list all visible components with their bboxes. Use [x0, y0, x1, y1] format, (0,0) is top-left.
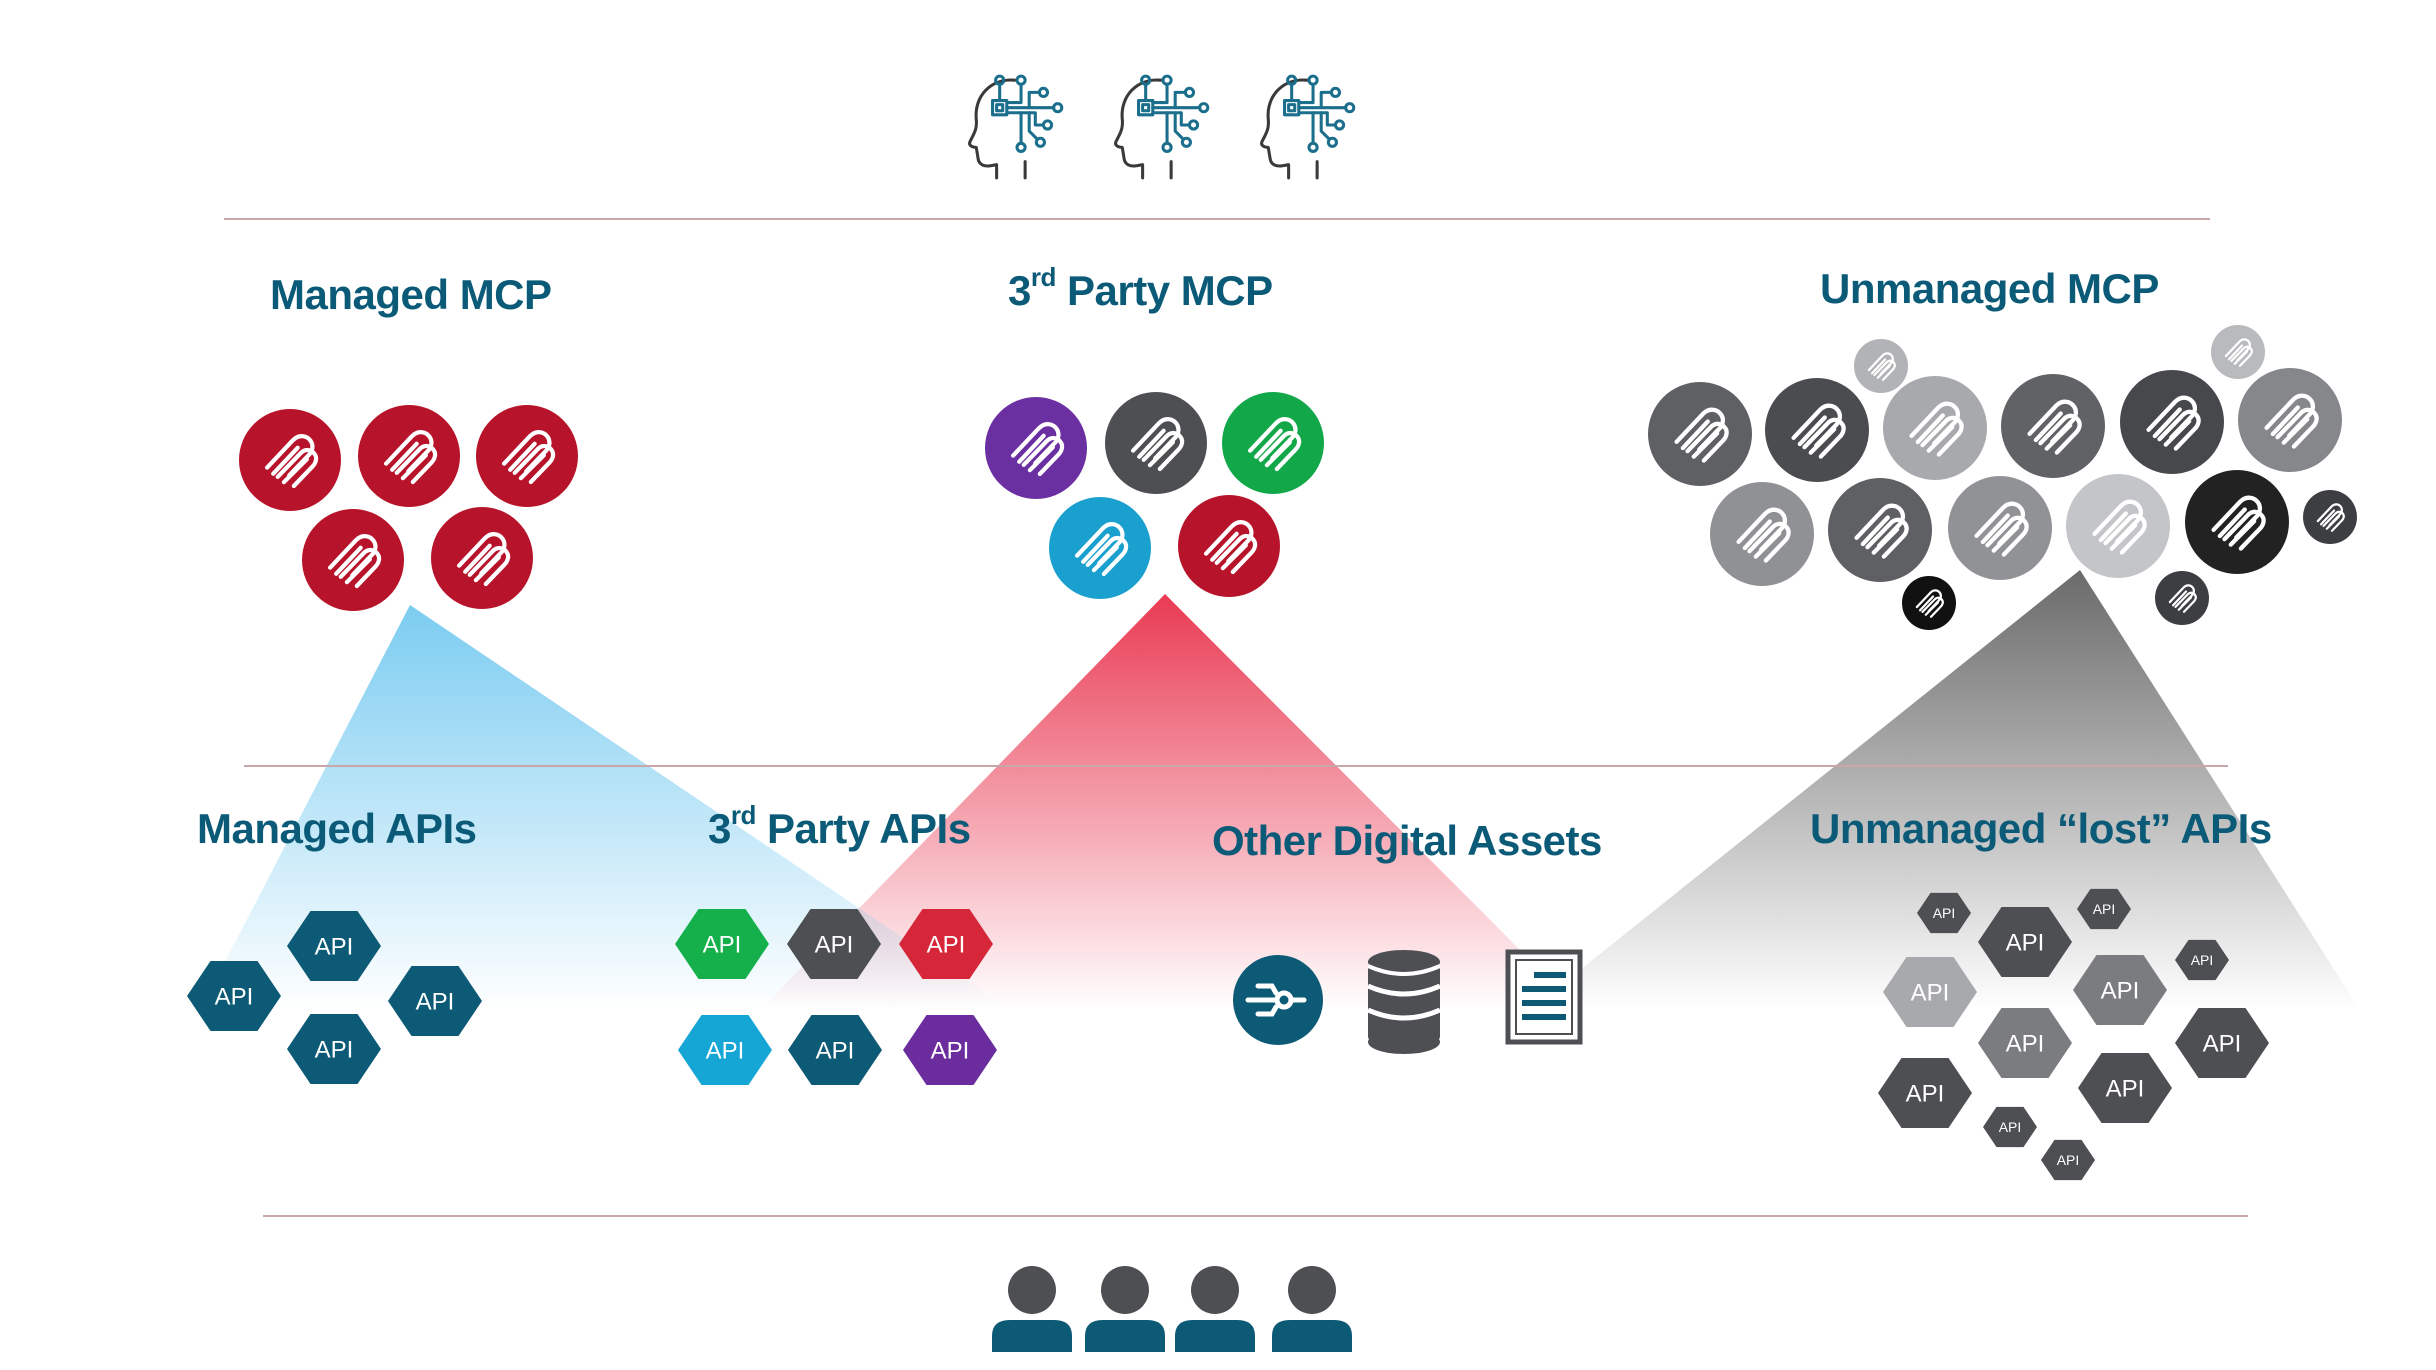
mcp-server — [1883, 376, 1987, 480]
ai-agents-group — [968, 74, 1356, 180]
api-hexagon: API — [1983, 1106, 2037, 1148]
api-hexagon: API — [2041, 1139, 2095, 1181]
mcp-server — [1828, 478, 1932, 582]
api-hexagon: API — [287, 911, 381, 981]
api-hexagon-label: API — [2203, 1031, 2242, 1058]
third-party-apis-title: 3rd Party APIs — [708, 800, 971, 852]
api-gateway-icon — [1233, 955, 1323, 1045]
api-hexagon: API — [187, 961, 281, 1031]
api-hexagon-label: API — [2006, 930, 2045, 957]
mcp-server — [1222, 392, 1324, 494]
api-hexagon-label: API — [2093, 901, 2116, 917]
api-hexagon: API — [1917, 892, 1971, 934]
mcp-server — [2001, 374, 2105, 478]
api-hexagon: API — [2073, 955, 2167, 1025]
api-hexagon: API — [903, 1015, 997, 1085]
database-icon — [1366, 950, 1442, 1054]
api-hexagon: API — [388, 966, 482, 1036]
connection-beams — [200, 570, 2360, 1010]
api-hexagon: API — [899, 909, 993, 979]
mcp-server — [2155, 571, 2209, 625]
api-hexagon-label: API — [215, 984, 254, 1011]
api-hexagon-label: API — [2057, 1152, 2080, 1168]
mcp-server — [239, 409, 341, 511]
managed-beam — [200, 605, 1010, 1010]
mcp-servers-group — [239, 325, 2357, 630]
third-party-beam — [760, 594, 1580, 1010]
user-icon — [1175, 1266, 1255, 1352]
third-party-mcp-title: 3rd Party MCP — [1008, 262, 1273, 314]
api-hexagon-label: API — [816, 1038, 855, 1065]
api-hexagon-label: API — [703, 932, 742, 959]
mcp-server — [1948, 476, 2052, 580]
mcp-server — [2185, 470, 2289, 574]
users-group — [992, 1266, 1352, 1352]
api-hexagon: API — [2077, 888, 2131, 930]
api-hexagon-label: API — [931, 1038, 970, 1065]
mcp-server — [1648, 382, 1752, 486]
mcp-server — [1105, 392, 1207, 494]
ai-head-icon — [1260, 74, 1356, 180]
ai-head-icon — [1114, 74, 1210, 180]
api-hexagon-label: API — [1999, 1119, 2022, 1135]
api-hexagon: API — [787, 909, 881, 979]
api-hexagon: API — [287, 1014, 381, 1084]
mcp-server — [2238, 368, 2342, 472]
api-hexagon: API — [2078, 1053, 2172, 1123]
api-hexagon: API — [1883, 957, 1977, 1027]
api-hexagon-label: API — [1911, 980, 1950, 1007]
api-hexagon: API — [2175, 1008, 2269, 1078]
mcp-server — [431, 507, 533, 609]
api-hexagon-label: API — [315, 934, 354, 961]
other-digital-assets-icons — [1233, 949, 1583, 1054]
dividers — [224, 218, 2248, 1217]
user-icon — [992, 1266, 1072, 1352]
mcp-server — [2303, 490, 2357, 544]
api-hexagon: API — [678, 1015, 772, 1085]
mcp-server — [1710, 482, 1814, 586]
mcp-server — [1178, 495, 1280, 597]
api-hexagon-label: API — [315, 1037, 354, 1064]
unmanaged-beam — [1530, 570, 2360, 1010]
user-icon — [1085, 1266, 1165, 1352]
mcp-server — [1765, 378, 1869, 482]
api-hexagon: API — [2175, 939, 2229, 981]
api-hexagons-group: API API API API API API API API API API API API API A… — [187, 888, 2269, 1181]
api-hexagon-label: API — [416, 989, 455, 1016]
managed-mcp-title: Managed MCP — [270, 271, 552, 318]
mcp-server — [985, 397, 1087, 499]
mcp-server — [358, 405, 460, 507]
mcp-server — [1854, 339, 1908, 393]
api-hexagon: API — [1978, 907, 2072, 977]
mcp-server — [2066, 474, 2170, 578]
api-hexagon-label: API — [2006, 1031, 2045, 1058]
api-hexagon: API — [675, 909, 769, 979]
api-hexagon-label: API — [1906, 1081, 1945, 1108]
api-hexagon: API — [1878, 1058, 1972, 1128]
api-hexagon: API — [1978, 1008, 2072, 1078]
managed-apis-title: Managed APIs — [197, 805, 477, 852]
api-hexagon-label: API — [2106, 1076, 2145, 1103]
other-digital-assets-title: Other Digital Assets — [1212, 817, 1602, 864]
mcp-server — [1902, 576, 1956, 630]
mcp-server — [2120, 370, 2224, 474]
api-hexagon-label: API — [1933, 905, 1956, 921]
unmanaged-lost-apis-title: Unmanaged “lost” APIs — [1810, 805, 2272, 852]
mcp-server — [1049, 497, 1151, 599]
api-hexagon-label: API — [815, 932, 854, 959]
mcp-server — [476, 405, 578, 507]
api-hexagon-label: API — [706, 1038, 745, 1065]
api-hexagon-label: API — [2191, 952, 2214, 968]
ai-head-icon — [968, 74, 1064, 180]
document-icon — [1505, 949, 1583, 1045]
unmanaged-mcp-title: Unmanaged MCP — [1820, 265, 2159, 312]
user-icon — [1272, 1266, 1352, 1352]
mcp-server — [2211, 325, 2265, 379]
mcp-server — [302, 509, 404, 611]
api-hexagon: API — [788, 1015, 882, 1085]
api-hexagon-label: API — [2101, 978, 2140, 1005]
api-hexagon-label: API — [927, 932, 966, 959]
